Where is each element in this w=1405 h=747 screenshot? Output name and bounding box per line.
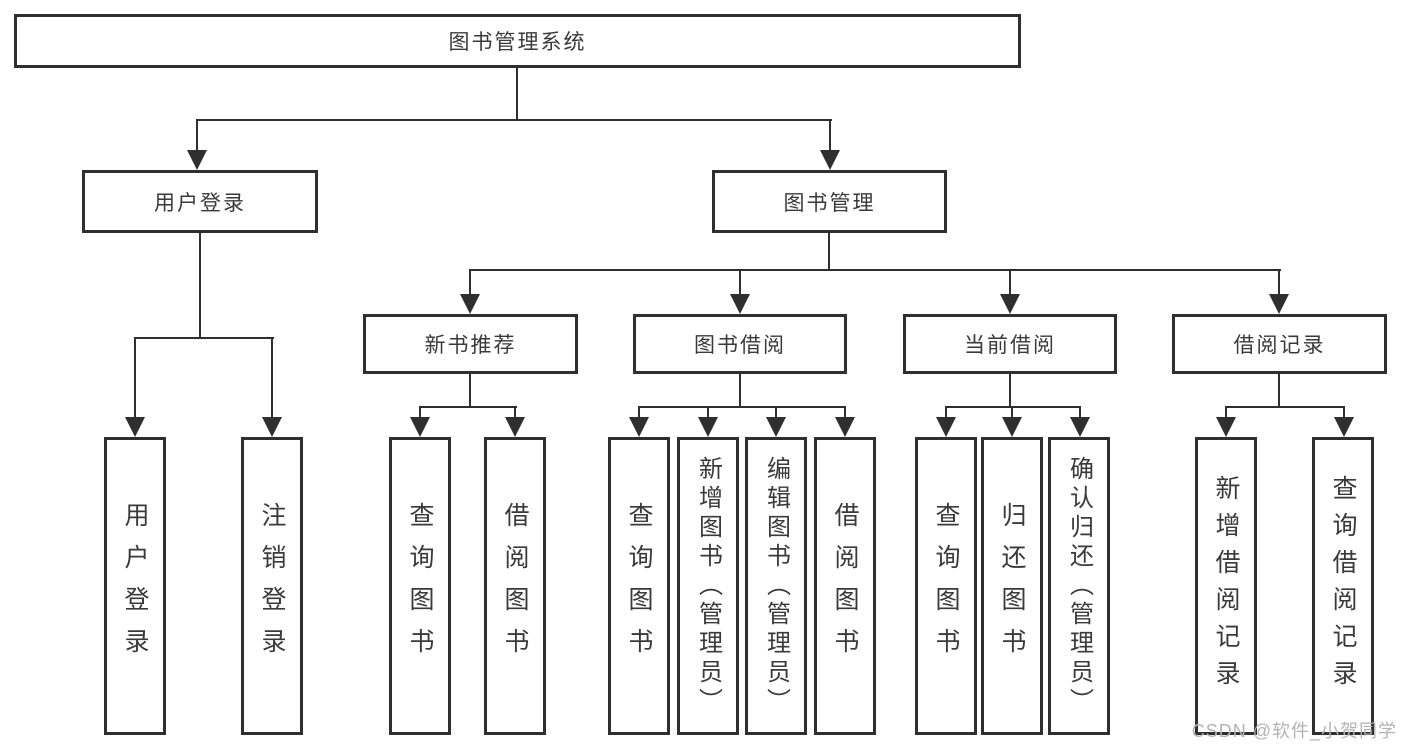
arrow-down-icon xyxy=(730,294,750,314)
leaf-query-books-recommend: 查询图书 xyxy=(389,437,451,735)
connector-line xyxy=(469,269,1281,271)
arrow-down-icon xyxy=(1002,417,1022,437)
leaf-add-book-admin: 新增图书（管理员） xyxy=(677,437,739,735)
leaf-edit-book-admin-label: 编辑图书（管理员） xyxy=(762,455,790,717)
connector-line xyxy=(1079,406,1081,419)
arrow-down-icon xyxy=(1000,294,1020,314)
arrow-down-icon xyxy=(187,150,207,170)
leaf-query-books-recommend-label: 查询图书 xyxy=(406,502,434,670)
leaf-query-books-current: 查询图书 xyxy=(915,437,977,735)
connector-line xyxy=(196,119,832,121)
node-book-management: 图书管理 xyxy=(712,170,947,233)
node-current-borrow: 当前借阅 xyxy=(903,314,1117,374)
arrow-down-icon xyxy=(820,150,840,170)
connector-line xyxy=(1009,269,1011,296)
arrow-down-icon xyxy=(125,417,145,437)
leaf-query-borrow-record-label: 查询借阅记录 xyxy=(1329,475,1357,697)
leaf-query-books-borrow-label: 查询图书 xyxy=(625,502,653,670)
connector-line xyxy=(1011,406,1013,419)
leaf-user-login: 用户登录 xyxy=(104,437,166,735)
leaf-user-login-label: 用户登录 xyxy=(121,502,149,670)
leaf-borrow-books-recommend-label: 借阅图书 xyxy=(501,502,529,670)
connector-line xyxy=(1278,374,1280,408)
arrow-down-icon xyxy=(460,294,480,314)
leaf-query-borrow-record: 查询借阅记录 xyxy=(1312,437,1374,735)
arrow-down-icon xyxy=(410,417,430,437)
connector-line xyxy=(707,406,709,419)
node-book-borrow: 图书借阅 xyxy=(633,314,847,374)
leaf-return-book-label: 归还图书 xyxy=(998,502,1026,670)
leaf-edit-book-admin: 编辑图书（管理员） xyxy=(745,437,807,735)
leaf-confirm-return-admin-label: 确认归还（管理员） xyxy=(1065,455,1093,717)
arrow-down-icon xyxy=(629,417,649,437)
arrow-down-icon xyxy=(1216,417,1236,437)
leaf-borrow-books-recommend: 借阅图书 xyxy=(484,437,546,735)
leaf-return-book: 归还图书 xyxy=(981,437,1043,735)
connector-line xyxy=(1278,269,1280,296)
connector-line xyxy=(469,269,471,296)
arrow-down-icon xyxy=(505,417,525,437)
node-root: 图书管理系统 xyxy=(14,14,1021,68)
connector-line xyxy=(514,406,516,419)
leaf-logout: 注销登录 xyxy=(241,437,303,735)
connector-line xyxy=(1343,406,1345,419)
arrow-down-icon xyxy=(1070,417,1090,437)
connector-line xyxy=(1225,406,1227,419)
arrow-down-icon xyxy=(835,417,855,437)
node-root-label: 图书管理系统 xyxy=(448,31,587,54)
connector-line xyxy=(739,374,741,408)
leaf-add-borrow-record-label: 新增借阅记录 xyxy=(1212,475,1240,697)
leaf-add-book-admin-label: 新增图书（管理员） xyxy=(694,455,722,717)
arrow-down-icon xyxy=(1334,417,1354,437)
arrow-down-icon xyxy=(936,417,956,437)
leaf-logout-label: 注销登录 xyxy=(258,502,286,670)
connector-line xyxy=(419,406,421,419)
connector-line xyxy=(1009,374,1011,408)
connector-line xyxy=(134,337,136,419)
arrow-down-icon xyxy=(1269,294,1289,314)
arrow-down-icon xyxy=(262,417,282,437)
node-new-book-recommend-label: 新书推荐 xyxy=(424,334,517,357)
arrow-down-icon xyxy=(766,417,786,437)
connector-line xyxy=(196,119,198,152)
connector-line xyxy=(844,406,846,419)
connector-line xyxy=(945,406,947,419)
connector-line xyxy=(1225,406,1345,408)
arrow-down-icon xyxy=(698,417,718,437)
node-user-login: 用户登录 xyxy=(82,170,318,233)
leaf-add-borrow-record: 新增借阅记录 xyxy=(1195,437,1257,735)
node-user-login-label: 用户登录 xyxy=(154,191,246,215)
connector-line xyxy=(638,406,846,408)
connector-line xyxy=(469,374,471,408)
connector-line xyxy=(739,269,741,296)
connector-line xyxy=(945,406,1081,408)
connector-line xyxy=(419,406,517,408)
connector-line xyxy=(638,406,640,419)
leaf-borrow-books-label: 借阅图书 xyxy=(831,502,859,670)
connector-line xyxy=(134,337,274,339)
node-book-borrow-label: 图书借阅 xyxy=(694,334,786,357)
connector-line xyxy=(516,68,518,121)
connector-line xyxy=(829,119,831,152)
node-book-management-label: 图书管理 xyxy=(783,191,876,215)
node-new-book-recommend: 新书推荐 xyxy=(363,314,578,374)
node-current-borrow-label: 当前借阅 xyxy=(964,334,1056,357)
leaf-query-books-current-label: 查询图书 xyxy=(932,502,960,670)
leaf-confirm-return-admin: 确认归还（管理员） xyxy=(1048,437,1110,735)
node-borrow-records-label: 借阅记录 xyxy=(1233,334,1326,357)
node-borrow-records: 借阅记录 xyxy=(1172,314,1387,374)
connector-line xyxy=(271,337,273,419)
connector-line xyxy=(199,233,201,339)
leaf-query-books-borrow: 查询图书 xyxy=(608,437,670,735)
connector-line xyxy=(775,406,777,419)
leaf-borrow-books: 借阅图书 xyxy=(814,437,876,735)
watermark: CSDN @软件_小贺同学 xyxy=(1191,721,1397,741)
connector-line xyxy=(828,233,830,271)
